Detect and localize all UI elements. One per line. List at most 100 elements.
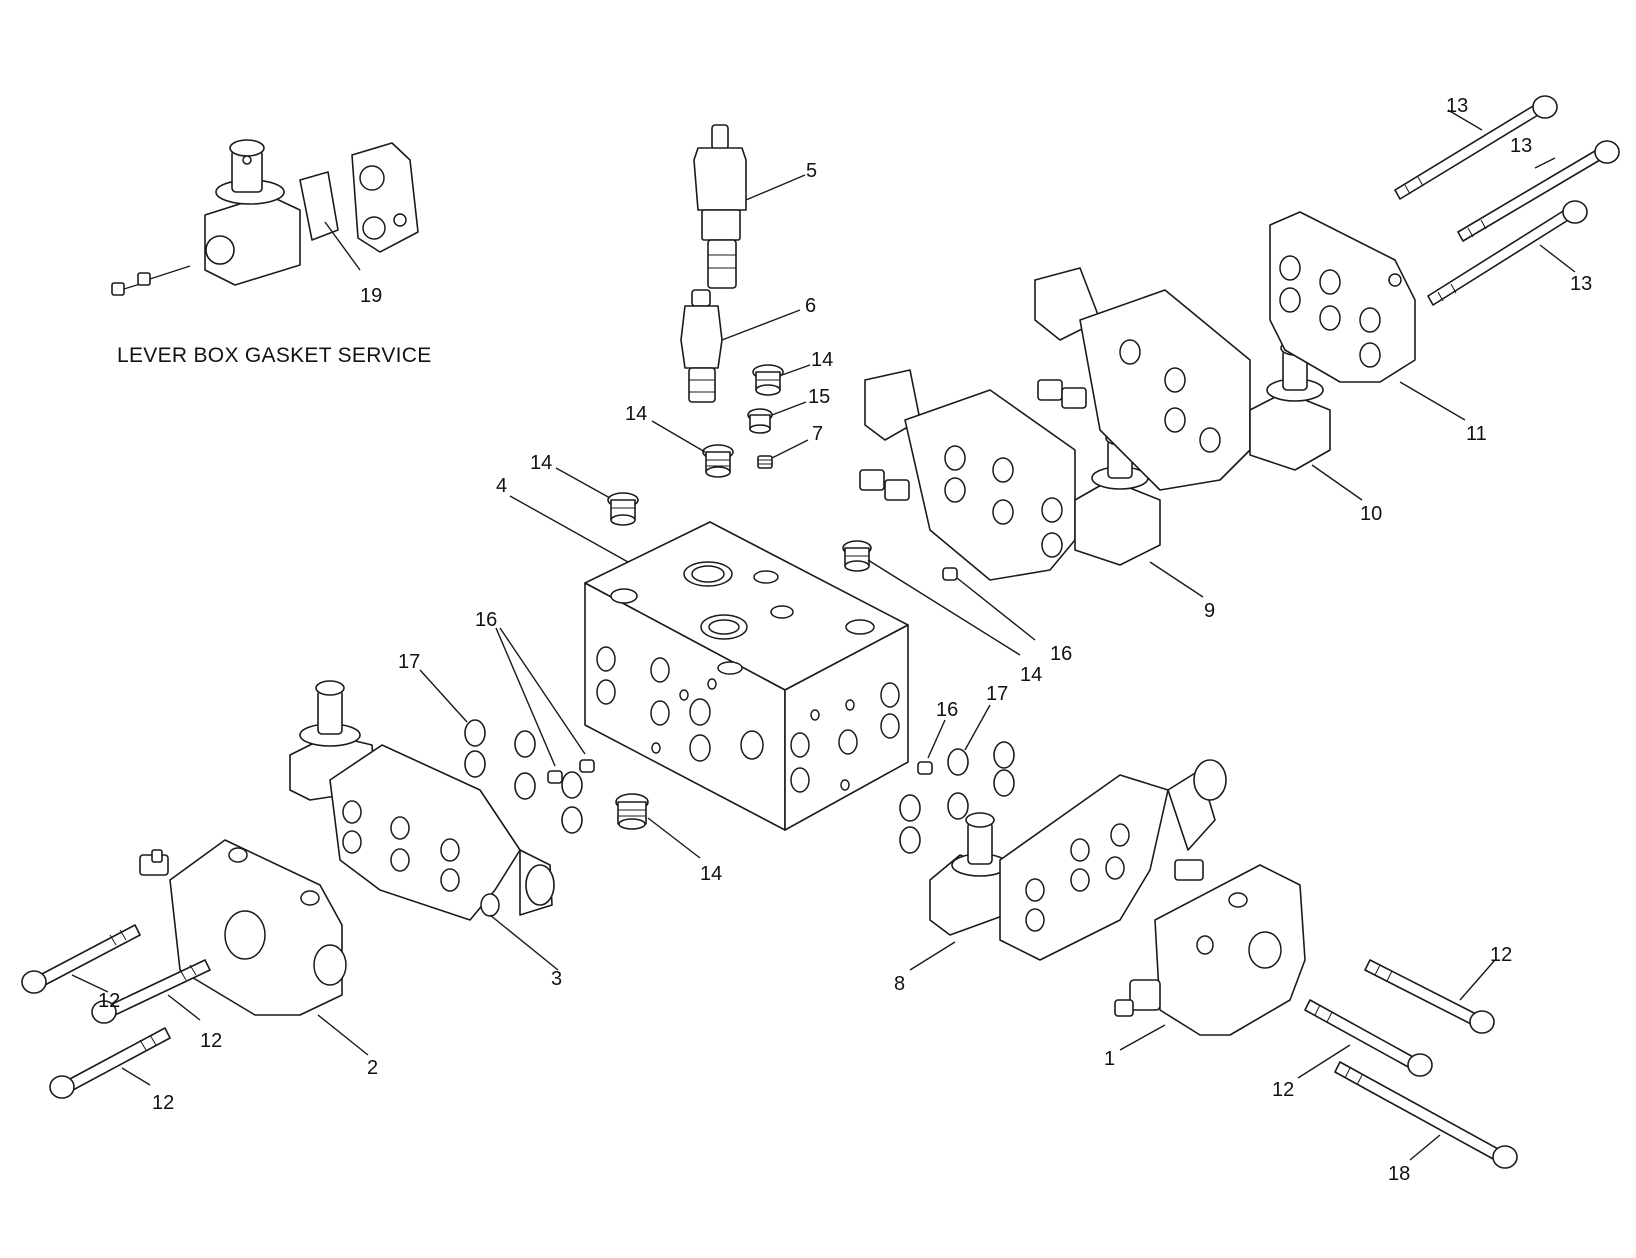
bolt-12-right-a: [1364, 959, 1495, 1034]
callout-16-right: 16: [936, 699, 958, 721]
part-9-valve-section-upper: [859, 369, 1161, 581]
callout-3: 3: [551, 968, 562, 990]
part-4-manifold-block: [584, 521, 909, 831]
sleeve-16-upper: [942, 567, 958, 581]
callout-5: 5: [806, 160, 817, 182]
callout-13-a: 13: [1446, 95, 1468, 117]
bolt-12-left-b: [91, 959, 211, 1024]
bolt-13-b: [1457, 140, 1620, 242]
leader-13-b: [1534, 157, 1556, 169]
sleeve-16-left-group: [547, 759, 595, 784]
plug-7: [757, 455, 773, 469]
plug-14-upper-right: [752, 364, 784, 396]
seal-17-right-group: [899, 741, 1015, 854]
leader-12-left-c: [121, 1067, 151, 1086]
leader-12-left-b: [167, 994, 201, 1021]
leader-13-c: [1539, 244, 1576, 273]
leader-13-a: [1447, 109, 1483, 131]
callout-8: 8: [894, 973, 905, 995]
seal-17-left-group: [464, 719, 583, 834]
leader-8: [909, 941, 956, 971]
bolt-18: [1334, 1061, 1518, 1169]
callout-13-b: 13: [1510, 135, 1532, 157]
part-8-valve-section-right: [929, 759, 1227, 961]
callout-1: 1: [1104, 1048, 1115, 1070]
leader-12-left-a: [71, 974, 109, 993]
kit-caption: LEVER BOX GASKET SERVICE: [117, 344, 432, 367]
callout-14-upper-right: 14: [811, 349, 833, 371]
leader-3: [489, 914, 559, 971]
part-6-check-cartridge: [680, 289, 723, 403]
leader-9: [1149, 561, 1204, 598]
bolt-12-left-a: [21, 924, 141, 994]
callout-2: 2: [367, 1057, 378, 1079]
callout-12-left-b: 12: [200, 1030, 222, 1052]
leader-12-right-a: [1459, 959, 1496, 1001]
callout-13-c: 13: [1570, 273, 1592, 295]
kit-screws: [111, 265, 191, 296]
leader-14-upper-right: [781, 364, 811, 376]
plug-15: [747, 408, 773, 434]
plug-14-upper-left: [702, 444, 734, 478]
leader-16-right: [927, 719, 946, 759]
leader-16-upper: [956, 577, 1036, 641]
callout-14-right: 14: [1020, 664, 1042, 686]
leader-19: [324, 221, 361, 271]
callout-12-left-a: 12: [98, 990, 120, 1012]
callout-14-left: 14: [530, 452, 552, 474]
part-1-end-section-right: [1114, 864, 1306, 1036]
callout-14-upper-left: 14: [625, 403, 647, 425]
leader-14-right: [867, 559, 1021, 656]
kit-lever-box: [204, 139, 301, 286]
callout-labels: 1 2 3 4 5 6 7 8 9 10 11 12 12 12 12 12 1…: [98, 95, 1592, 1185]
callout-14-bottom: 14: [700, 863, 722, 885]
leader-16-left-a: [495, 627, 556, 767]
part-11-end-section-upper: [1269, 211, 1416, 383]
plug-14-right: [842, 540, 872, 572]
bolt-12-right-b: [1304, 999, 1433, 1077]
leader-16-left-b: [499, 627, 586, 755]
callout-17-right: 17: [986, 683, 1008, 705]
plug-14-left: [607, 492, 639, 526]
bolt-12-left-c: [49, 1027, 171, 1099]
leader-18: [1409, 1134, 1441, 1161]
kit-cover-plate: [351, 142, 419, 253]
callout-10: 10: [1360, 503, 1382, 525]
leader-5: [745, 174, 806, 201]
part-2-end-section-left: [139, 839, 347, 1016]
leader-10: [1311, 464, 1363, 501]
callout-12-left-c: 12: [152, 1092, 174, 1114]
callout-19: 19: [360, 285, 382, 307]
bolt-13-a: [1394, 95, 1558, 200]
leader-14-left: [555, 467, 611, 499]
leader-4: [509, 495, 629, 563]
leader-14-bottom: [647, 817, 701, 859]
leader-14-upper-left: [651, 420, 706, 453]
leader-2: [317, 1014, 369, 1056]
callout-15: 15: [808, 386, 830, 408]
callout-4: 4: [496, 475, 507, 497]
leader-15: [771, 401, 807, 416]
leader-1: [1119, 1024, 1166, 1051]
kit-gasket: [299, 171, 339, 241]
callout-12-right-a: 12: [1490, 944, 1512, 966]
callout-7: 7: [812, 423, 823, 445]
callout-11: 11: [1466, 423, 1487, 445]
part-3-valve-section-left: [289, 680, 555, 921]
plug-14-bottom: [615, 793, 649, 830]
leader-6: [721, 309, 801, 341]
leader-7: [771, 439, 809, 459]
leader-12-right-b: [1297, 1044, 1351, 1079]
bolt-13-c: [1427, 200, 1588, 306]
leader-11: [1399, 381, 1466, 421]
leader-17-right: [964, 704, 991, 751]
sleeve-16-right: [917, 761, 933, 775]
part-5-relief-cartridge: [693, 124, 747, 289]
callout-17-left: 17: [398, 651, 420, 673]
part-19-lever-box-kit: [111, 139, 419, 296]
callout-6: 6: [805, 295, 816, 317]
callout-16-left: 16: [475, 609, 497, 631]
callout-9: 9: [1204, 600, 1215, 622]
callout-18: 18: [1388, 1163, 1410, 1185]
